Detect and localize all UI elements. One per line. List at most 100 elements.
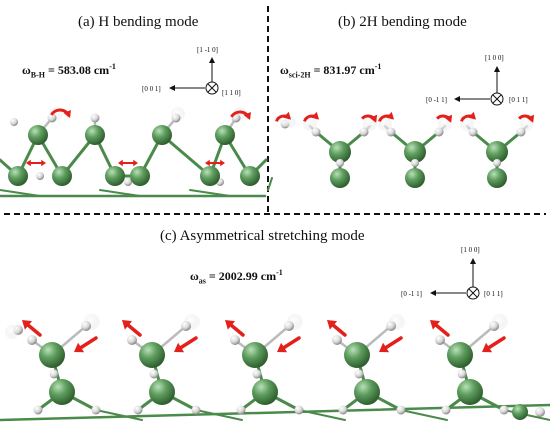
silicon-atom (354, 379, 380, 405)
displacement-arrow (331, 323, 347, 337)
silicon-atom (149, 379, 175, 405)
panel-c-title: (c) Asymmetrical stretching mode (160, 228, 365, 244)
silicon-atom (512, 404, 528, 420)
silicon-atom (329, 141, 351, 163)
hydrogen-atom (311, 127, 321, 137)
silicon-atom (105, 166, 125, 186)
hydrogen-atom (338, 405, 348, 415)
hydrogen-atom (181, 321, 191, 331)
hydrogen-atom (149, 369, 159, 379)
displacement-arrow-head (133, 159, 138, 167)
hydrogen-atom (90, 113, 100, 123)
panel-a-title: (a) H bending mode (78, 14, 199, 30)
displacement-arrow (179, 336, 198, 350)
rotation-arrow-head (283, 111, 292, 120)
hydrogen-atom (236, 405, 246, 415)
silicon-atom (152, 125, 172, 145)
rotation-arrow-head (444, 114, 453, 123)
hydrogen-atom (386, 321, 396, 331)
freq-value: = 831.97 cm (310, 63, 375, 77)
freq-subscript: sci-2H (288, 70, 311, 80)
bond (267, 177, 273, 191)
displacement-arrow-head (225, 320, 236, 330)
silicon-atom (215, 125, 235, 145)
panel-c-frequency: ωas = 2002.99 cm-1 (190, 268, 283, 285)
rotation-arrow-head (243, 111, 251, 120)
atomic-structures (0, 107, 550, 422)
silicon-atom (330, 168, 350, 188)
bond (298, 409, 346, 421)
hydrogen-atom (124, 178, 132, 186)
silicon-atom (252, 379, 278, 405)
silicon-atom (28, 125, 48, 145)
hydrogen-atom (386, 127, 396, 137)
hydrogen-atom (434, 127, 444, 137)
silicon-atom (49, 379, 75, 405)
freq-subscript: B-H (30, 70, 46, 80)
hydrogen-atom (191, 405, 201, 415)
hydrogen-atom (294, 405, 304, 415)
rotation-arrow-head (526, 114, 535, 123)
hydrogen-atom (36, 172, 44, 180)
hydrogen-atom (396, 405, 406, 415)
panel-a-axis-up-label: [1 -1 0] (197, 46, 218, 54)
rotation-arrow-head (369, 114, 378, 123)
displacement-arrow-head (379, 342, 390, 353)
hydrogen-atom (171, 113, 181, 123)
panel-b-axis-up-label: [1 0 0] (485, 54, 504, 62)
hydrogen-atom (468, 127, 478, 137)
freq-value: = 583.08 cm (45, 63, 110, 77)
hydrogen-atom (252, 369, 262, 379)
hydrogen-atom (133, 405, 143, 415)
displacement-arrow-head (277, 342, 288, 353)
bond (0, 189, 41, 197)
silicon-atom (404, 141, 426, 163)
displacement-arrow-head (118, 159, 123, 167)
hydrogen-atom (354, 369, 364, 379)
rotation-arrow-head (63, 109, 71, 118)
bond (400, 409, 448, 421)
silicon-atom (457, 379, 483, 405)
silicon-atom (8, 166, 28, 186)
silicon-atom (39, 342, 65, 368)
displacement-arrow-head (174, 342, 185, 353)
hydrogen-atom (359, 127, 369, 137)
displacement-arrow-head (26, 159, 31, 167)
silicon-atom (405, 168, 425, 188)
silicon-atom (240, 166, 260, 186)
silicon-atom (52, 166, 72, 186)
hydrogen-atom (535, 407, 545, 417)
displacement-arrow (229, 323, 245, 337)
hydrogen-atom (27, 335, 37, 345)
hydrogen-atom-displaced (5, 325, 19, 339)
displacement-arrow-head (74, 342, 85, 353)
displacement-arrow (126, 323, 142, 337)
silicon-atom (486, 141, 508, 163)
displacement-arrow-head (327, 320, 338, 330)
bond (99, 189, 141, 197)
hydrogen-atom (441, 405, 451, 415)
hydrogen-atom (489, 321, 499, 331)
hydrogen-atom-displaced (378, 117, 392, 131)
freq-unit-exponent: -1 (109, 62, 116, 71)
panel-b-axis-left-label: [0 -1 1] (426, 96, 447, 104)
silicon-atom (487, 168, 507, 188)
freq-subscript: as (198, 276, 206, 286)
hydrogen-atom-displaced (303, 117, 317, 131)
hydrogen-atom-displaced (284, 116, 296, 128)
displacement-arrow-head (205, 159, 210, 167)
rotation-arrow-head (468, 111, 477, 120)
hydrogen-atom (81, 321, 91, 331)
hydrogen-atom (47, 113, 57, 123)
bond (0, 403, 550, 422)
silicon-atom (130, 166, 150, 186)
panel-a-axis-into-label: [1 1 0] (222, 89, 241, 97)
panel-c-axis-glyph (430, 258, 480, 300)
silicon-atom (344, 342, 370, 368)
displacement-arrow (434, 323, 450, 337)
hydrogen-atom (493, 159, 501, 167)
freq-unit-exponent: -1 (374, 62, 382, 71)
silicon-atom (242, 342, 268, 368)
displacement-arrow-head (41, 159, 46, 167)
